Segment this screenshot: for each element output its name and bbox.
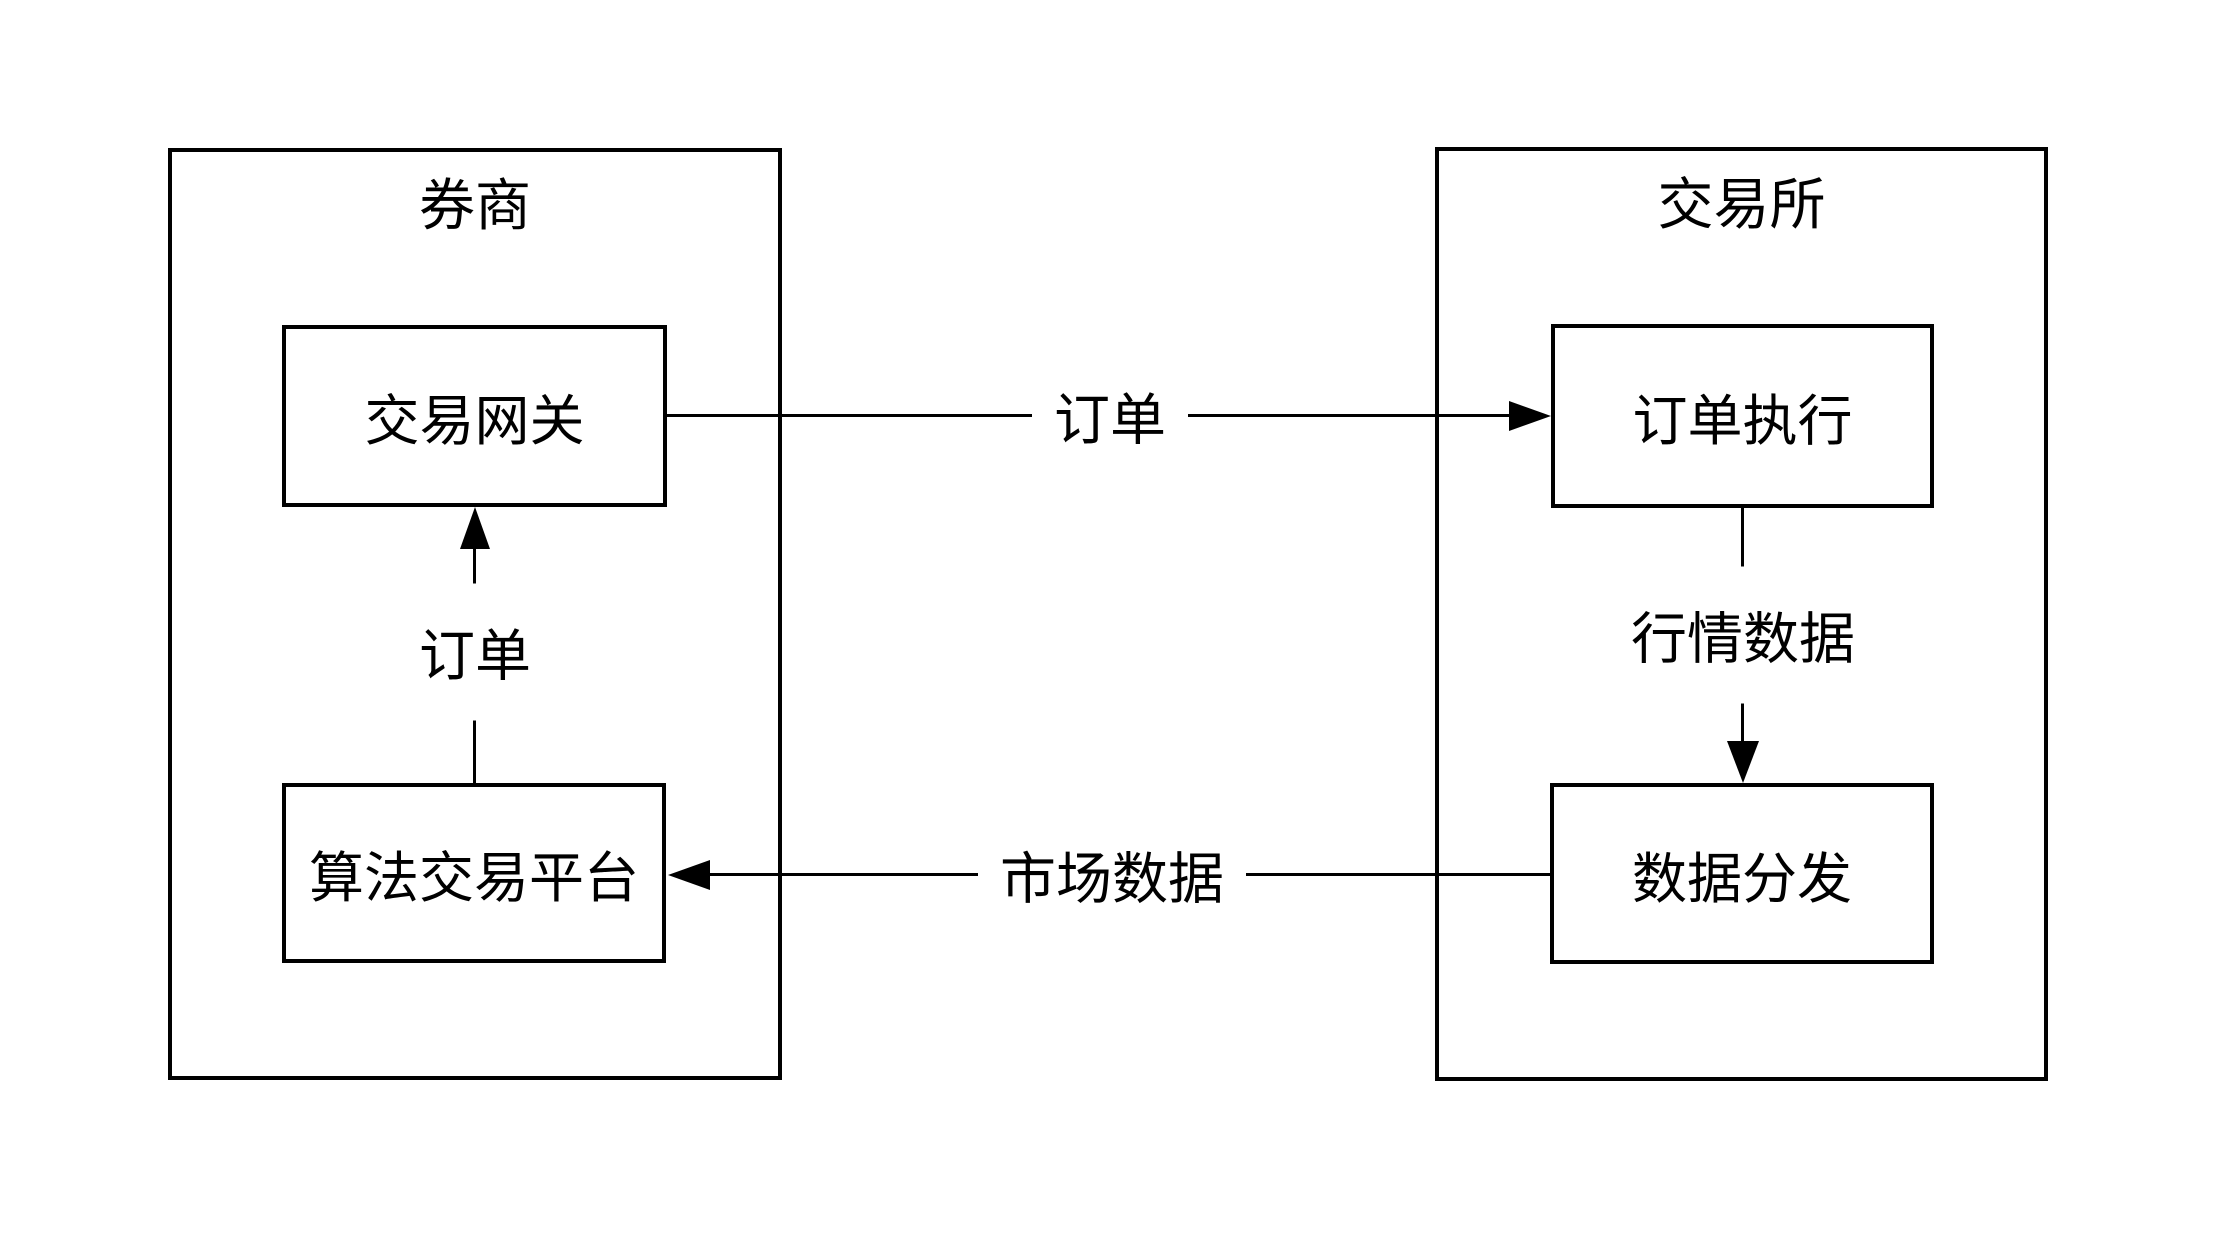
group-box-broker — [168, 148, 782, 1080]
node-trading-gateway: 交易网关 — [282, 325, 667, 507]
edge-label-order-internal: 订单 — [405, 583, 545, 721]
group-title-broker: 券商 — [419, 174, 531, 237]
arrowhead-up-icon — [460, 507, 490, 549]
node-label-data-distribution: 数据分发 — [1631, 847, 1852, 910]
node-order-execution: 订单执行 — [1551, 324, 1934, 508]
arrowhead-down-icon — [1727, 741, 1759, 783]
node-label-algo-trading-platform: 算法交易平台 — [308, 847, 639, 909]
edge-label-order-to-exchange: 订单 — [1032, 365, 1188, 467]
group-title-exchange: 交易所 — [1657, 173, 1826, 236]
arrowhead-right-icon — [1509, 401, 1551, 431]
node-label-trading-gateway: 交易网关 — [364, 390, 585, 452]
arrowhead-left-icon — [668, 860, 710, 890]
edge-label-quote-data: 行情数据 — [1617, 566, 1869, 704]
edge-label-market-data: 市场数据 — [978, 824, 1246, 926]
node-algo-trading-platform: 算法交易平台 — [282, 783, 666, 963]
node-data-distribution: 数据分发 — [1550, 783, 1934, 964]
node-label-order-execution: 订单执行 — [1632, 390, 1853, 452]
group-box-exchange — [1435, 147, 2048, 1081]
